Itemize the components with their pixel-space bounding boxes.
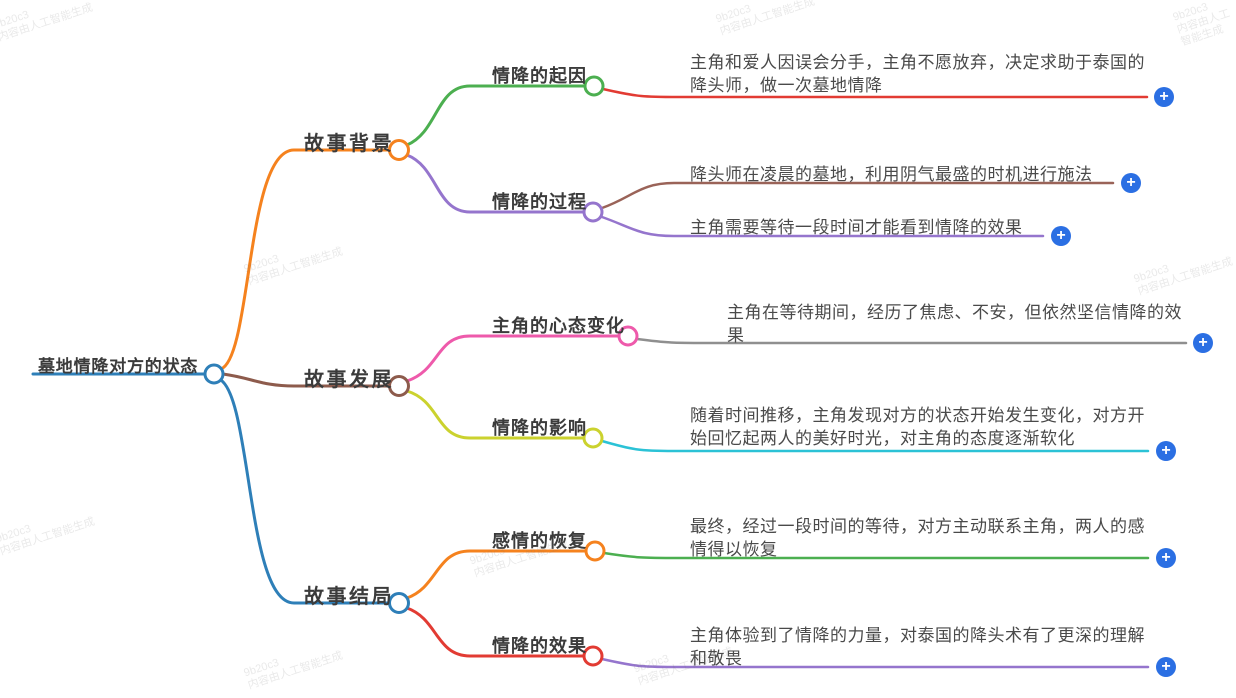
add-node-button[interactable]: + [1193, 333, 1213, 353]
branch-story-development[interactable]: 故事发展 [304, 369, 394, 391]
add-node-button[interactable]: + [1156, 441, 1176, 461]
node-circle-spell-influence[interactable] [582, 427, 604, 449]
subbranch-line-spell-process [405, 153, 585, 214]
leaf-spell-influence[interactable]: 随着时间推移，主角发现对方的状态开始发生变化，对方开始回忆起两人的美好时光，对主… [690, 406, 1145, 448]
node-circle-story-ending[interactable] [388, 592, 410, 614]
leaf-spell-effect[interactable]: 主角体验到了情降的力量，对泰国的降头术有了更深的理解和敬畏 [690, 626, 1145, 668]
branch-line-story-background [219, 148, 391, 371]
leaf-spell-process-2[interactable]: 主角需要等待一段时间才能看到情降的效果 [690, 218, 1023, 237]
add-node-button[interactable]: + [1156, 657, 1176, 677]
subtopic-spell-process[interactable]: 情降的过程 [492, 192, 587, 212]
subbranch-line-spell-cause [405, 84, 586, 147]
subtopic-recovery[interactable]: 感情的恢复 [492, 531, 587, 551]
add-node-button[interactable]: + [1154, 87, 1174, 107]
subbranch-line-mindset-change [405, 334, 620, 383]
leaf-line-spell-influence [600, 439, 1150, 453]
add-node-button[interactable]: + [1051, 226, 1071, 246]
subbranch-line-recovery [405, 549, 587, 600]
leaf-line-spell-effect [600, 657, 1150, 669]
node-circle-recovery[interactable] [584, 540, 606, 562]
root-topic[interactable]: 墓地情降对方的状态 [38, 357, 199, 376]
node-circle-story-background[interactable] [388, 139, 410, 161]
node-circle-mindset-change[interactable] [617, 325, 639, 347]
leaf-mindset-change[interactable]: 主角在等待期间，经历了焦虑、不安，但依然坚信情降的效果 [727, 303, 1182, 345]
leaf-spell-cause[interactable]: 主角和爱人因误会分手，主角不愿放弃，决定求助于泰国的降头师，做一次墓地情降 [690, 53, 1145, 95]
node-circle-spell-process[interactable] [582, 201, 604, 223]
leaf-line-spell-cause [601, 87, 1149, 99]
branch-line-story-ending [217, 377, 391, 605]
node-circle-story-development[interactable] [388, 375, 410, 397]
leaf-line-spell-process-1 [600, 181, 1115, 210]
leaf-line-recovery [602, 551, 1150, 560]
subtopic-spell-effect[interactable]: 情降的效果 [492, 636, 587, 656]
leaf-line-spell-process-2 [600, 215, 1045, 238]
branch-story-ending[interactable]: 故事结局 [304, 586, 394, 608]
subtopic-spell-cause[interactable]: 情降的起因 [492, 66, 587, 86]
leaf-recovery[interactable]: 最终，经过一段时间的等待，对方主动联系主角，两人的感情得以恢复 [690, 517, 1145, 559]
root-node-circle[interactable] [203, 363, 225, 385]
subtopic-mindset-change[interactable]: 主角的心态变化 [492, 316, 625, 336]
leaf-line-mindset-change [635, 337, 1188, 345]
subtopic-spell-influence[interactable]: 情降的影响 [492, 418, 587, 438]
node-circle-spell-cause[interactable] [583, 75, 605, 97]
branch-line-story-development [221, 372, 391, 388]
node-circle-spell-effect[interactable] [582, 645, 604, 667]
branch-story-background[interactable]: 故事背景 [304, 133, 394, 155]
add-node-button[interactable]: + [1156, 548, 1176, 568]
subbranch-line-spell-influence [405, 389, 585, 440]
subbranch-line-spell-effect [405, 606, 585, 658]
add-node-button[interactable]: + [1121, 173, 1141, 193]
leaf-spell-process-1[interactable]: 降头师在凌晨的墓地，利用阴气最盛的时机进行施法 [690, 165, 1093, 184]
